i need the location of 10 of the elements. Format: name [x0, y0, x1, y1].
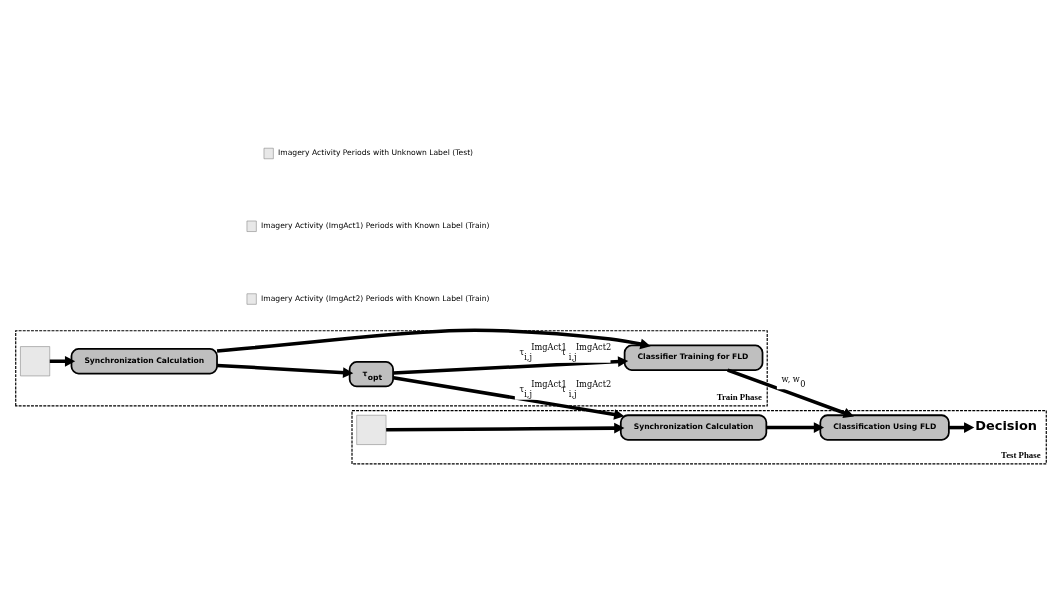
arrow: [766, 422, 825, 433]
arrow: [49, 355, 76, 367]
node-text: Decision: [975, 418, 1037, 434]
node-box: [356, 414, 387, 445]
arrow: [217, 363, 354, 378]
arrow: [386, 422, 625, 434]
arrow: [392, 375, 625, 420]
arrow: [216, 328, 651, 353]
node-box: [20, 346, 51, 377]
arrow: [393, 356, 629, 375]
